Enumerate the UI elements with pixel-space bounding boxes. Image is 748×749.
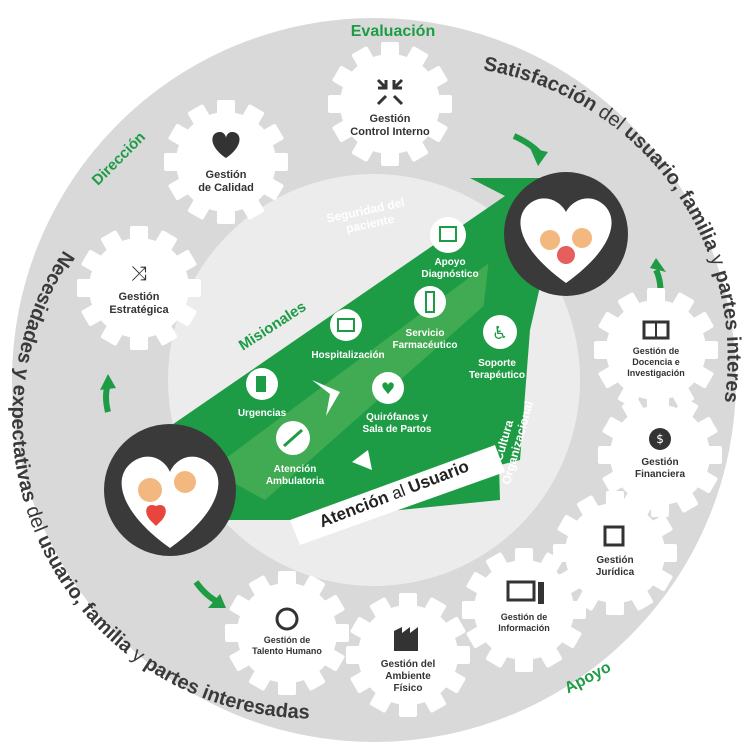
patient-heart-circle (104, 424, 236, 556)
shuffle-icon: ⤨ (131, 261, 147, 285)
chevron-mark (312, 380, 340, 416)
svg-text:Hospitalización: Hospitalización (311, 350, 384, 361)
compress-arrows-icon (376, 78, 404, 106)
monitor-icon (337, 318, 355, 332)
syringe-icon (283, 428, 303, 448)
wheelchair-icon: ♿ (492, 323, 508, 344)
factory-icon (394, 627, 418, 651)
pill-icon (425, 291, 435, 313)
arrow-head-icon (530, 148, 548, 166)
arrow-head-icon (208, 594, 226, 608)
money-bag-icon (649, 428, 671, 450)
zone-evaluacion: Evaluación (351, 23, 435, 40)
heart-leaf-icon (212, 132, 240, 158)
computer-icon (506, 580, 536, 602)
seguridad-label: Seguridad del paciente (325, 195, 412, 240)
arrow-head-icon (100, 374, 116, 390)
edit-icon (603, 525, 625, 547)
chevron-mark (352, 450, 372, 470)
arrow-head-icon (650, 258, 666, 272)
service-hospitalizacion[interactable]: Hospitalización (311, 309, 385, 361)
family-heart-circle (504, 172, 628, 296)
svg-text:Urgencias: Urgencias (238, 408, 287, 419)
service-urgencias[interactable]: Urgencias (238, 368, 287, 419)
magnifier-icon (439, 226, 457, 242)
heartbeat-icon: ♥ (381, 379, 395, 398)
person-icon (256, 376, 266, 392)
person-badge-icon (275, 607, 299, 631)
svg-text:$: $ (656, 432, 664, 446)
